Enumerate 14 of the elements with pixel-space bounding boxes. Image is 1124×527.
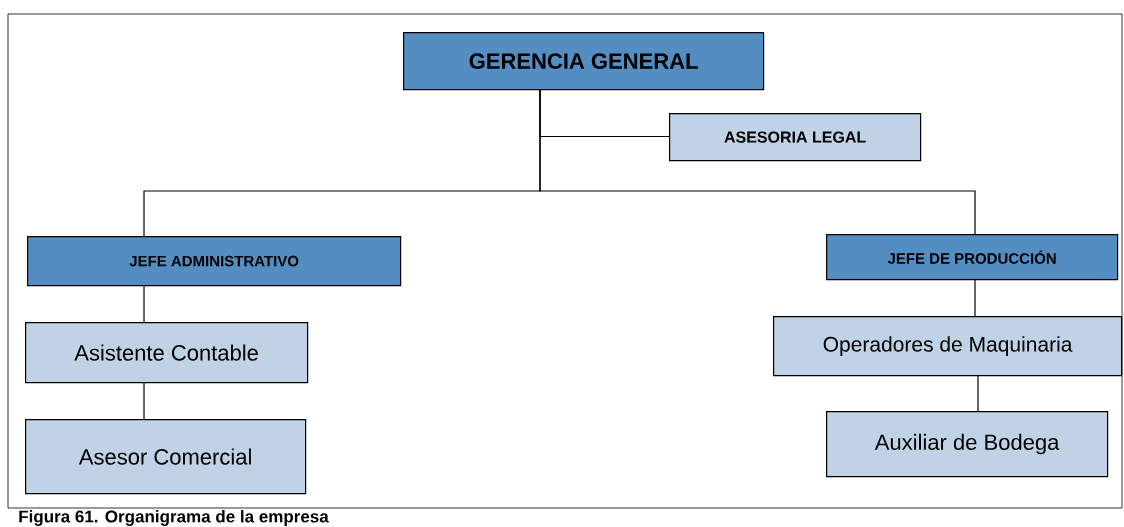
figure-caption: Figura 61. Organigrama de la empresa xyxy=(19,510,329,526)
connector-line xyxy=(143,381,145,420)
department-box: GERENCIA GENERAL xyxy=(403,32,765,91)
connector-line xyxy=(143,284,145,323)
connector-line xyxy=(977,374,979,412)
department-box: JEFE DE PRODUCCIÓN xyxy=(826,234,1119,281)
department-box: ASESORIA LEGAL xyxy=(669,113,922,162)
connector-line xyxy=(539,88,976,235)
connector-line xyxy=(974,278,976,317)
position-box: Auxiliar de Bodega xyxy=(826,411,1109,478)
position-box: Asesor Comercial xyxy=(25,419,307,495)
department-box: JEFE ADMINISTRATIVO xyxy=(27,236,402,287)
position-box: Asistente Contable xyxy=(25,322,309,384)
position-box: Operadores de Maquinaria xyxy=(773,316,1123,377)
